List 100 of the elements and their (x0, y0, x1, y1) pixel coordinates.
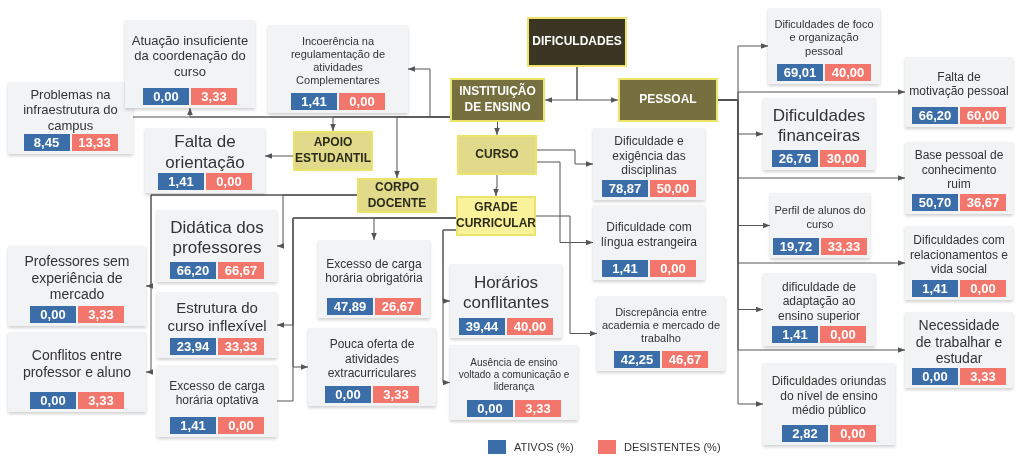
percentage-badge: 3,33 (515, 400, 561, 417)
note-card (905, 312, 1013, 388)
note-card (8, 246, 146, 326)
percentage-badge: 40,00 (507, 318, 553, 335)
percentage-badge: 3,33 (191, 88, 237, 105)
note-card (8, 82, 133, 154)
percentage-badge: 1,41 (158, 173, 204, 190)
percentage-badge: 3,33 (78, 306, 124, 323)
note-card (593, 128, 705, 200)
percentage-badge: 3,33 (78, 392, 124, 409)
category-box: APOIO ESTUDANTIL (293, 131, 373, 171)
arrow (536, 149, 594, 167)
category-box: DIFICULDADES (527, 17, 627, 67)
percentage-badge: 0,00 (30, 392, 76, 409)
note-card (905, 142, 1013, 214)
percentage-badge: 30,00 (820, 150, 866, 167)
arrow (576, 66, 619, 103)
note-card (8, 332, 146, 412)
connector-line (132, 116, 451, 118)
percentage-badge: 23,94 (170, 338, 216, 355)
percentage-badge: 33,33 (218, 338, 264, 355)
percentage-badge: 3,33 (373, 386, 419, 403)
percentage-badge: 2,82 (782, 425, 828, 442)
percentage-badge: 0,00 (650, 260, 696, 277)
category-box: INSTITUIÇÃO DE ENSINO (450, 78, 545, 122)
card-text: Incoerência na regulamentação de atividades Complementares (289, 33, 387, 89)
note-card (763, 273, 875, 346)
arrow (494, 121, 500, 136)
card-text: Problemas na infraestrutura do campus (22, 86, 119, 134)
percentage-badge: 0,00 (206, 173, 252, 190)
note-card (763, 363, 895, 445)
percentage-badge: 47,89 (327, 298, 373, 315)
percentage-badge: 42,25 (614, 351, 660, 368)
card-text: Discrepância entre academia e mercado de trabalho (601, 304, 721, 347)
percentage-badge: 78,87 (602, 180, 648, 197)
arrow (493, 174, 499, 197)
card-text: Conflitos entre professor e aluno (21, 346, 133, 382)
card-text: Perfil de alunos do curso (774, 203, 866, 232)
percentage-badge: 1,41 (291, 93, 337, 110)
percentage-badge: 66,67 (218, 262, 264, 279)
percentage-badge: 1,41 (772, 326, 818, 343)
percentage-badge: 46,67 (662, 351, 708, 368)
note-card (770, 193, 870, 258)
arrow (145, 194, 358, 289)
category-box: GRADE CURRICULAR (456, 196, 536, 236)
percentage-badge: 40,00 (825, 64, 871, 81)
note-card (450, 264, 562, 338)
note-card (157, 365, 277, 437)
card-text: Dificuldades com relacionamentos e vida social (909, 232, 1009, 279)
note-card (905, 226, 1013, 300)
note-card (268, 25, 408, 113)
percentage-badge: 0,00 (830, 425, 876, 442)
connector-line (276, 217, 457, 402)
percentage-badge: 69,01 (777, 64, 823, 81)
percentage-badge: 8,45 (23, 134, 70, 151)
card-text: dificuldade de adaptação ao ensino superior (776, 278, 862, 325)
percentage-badge: 0,00 (960, 280, 1006, 297)
percentage-badge: 0,00 (325, 386, 371, 403)
percentage-badge: 1,41 (912, 280, 958, 297)
category-box: CURSO (457, 135, 537, 175)
percentage-badge: 33,33 (821, 238, 867, 255)
note-card (768, 8, 880, 84)
percentage-badge: 50,00 (650, 180, 696, 197)
card-text: Excesso de carga horária optativa (168, 377, 266, 409)
card-text: Dificuldades de foco e organização pessoal (773, 17, 875, 59)
note-card (145, 128, 265, 193)
card-text: Base pessoal de conhecimento ruim (913, 147, 1005, 194)
percentage-badge: 3,33 (960, 368, 1006, 385)
card-text: Dificuldades financeiras (771, 104, 867, 147)
note-card (763, 98, 875, 170)
card-text: Didática dos professores (169, 216, 265, 259)
card-text: Professores sem experiência de mercado (23, 251, 131, 305)
card-text: Falta de orientação (164, 132, 246, 173)
card-text: Necessidade de trabalhar e estudar (914, 316, 1004, 368)
percentage-badge: 39,44 (459, 318, 505, 335)
percentage-badge: 50,70 (912, 194, 958, 211)
percentage-badge: 66,20 (912, 107, 958, 124)
card-text: Ausência de ensino voltado a comunicação e liderança (457, 355, 571, 394)
legend-text: ATIVOS (%) (514, 441, 574, 453)
note-card (157, 292, 277, 358)
arrow (535, 215, 598, 337)
percentage-badge: 0,00 (218, 417, 264, 434)
note-card (157, 210, 277, 282)
card-text: Excesso de carga horária obrigatória (324, 255, 424, 287)
card-text: Falta de motivação pessoal (909, 68, 1009, 100)
percentage-badge: 36,67 (960, 194, 1006, 211)
percentage-badge: 0,00 (30, 306, 76, 323)
card-text: Dificuldades oriundas do nível de ensino médio público (770, 373, 888, 420)
percentage-badge: 0,00 (339, 93, 385, 110)
arrow (292, 217, 457, 370)
note-card (125, 20, 255, 108)
percentage-badge: 0,00 (467, 400, 513, 417)
percentage-badge: 13,33 (71, 134, 118, 151)
note-card (905, 57, 1013, 127)
percentage-badge: 1,41 (602, 260, 648, 277)
arrow (442, 229, 457, 386)
category-box: CORPO DOCENTE (357, 178, 437, 213)
note-card (593, 205, 705, 280)
card-text: Dificuldade e exigência das disciplinas (611, 133, 687, 180)
percentage-badge: 26,76 (772, 150, 818, 167)
